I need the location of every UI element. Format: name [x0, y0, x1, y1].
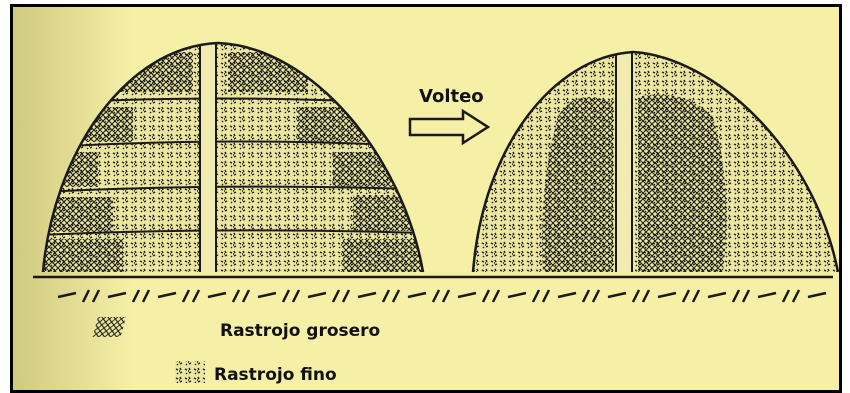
ground-line — [33, 277, 833, 302]
legend-label-fino: Rastrojo fino — [214, 365, 337, 385]
legend-label-grosero: Rastrojo grosero — [220, 321, 380, 341]
legend-swatch-grosero — [93, 317, 126, 337]
volteo-label: Volteo — [419, 86, 484, 107]
left-pile — [33, 37, 433, 277]
figure-frame: Volteo Rastrojo grosero Rastrojo fino — [10, 4, 842, 393]
compost-pile-diagram — [13, 7, 839, 390]
right-pile — [468, 47, 839, 277]
legend-swatch-fino — [175, 361, 205, 383]
turn-arrow-icon — [410, 111, 488, 143]
